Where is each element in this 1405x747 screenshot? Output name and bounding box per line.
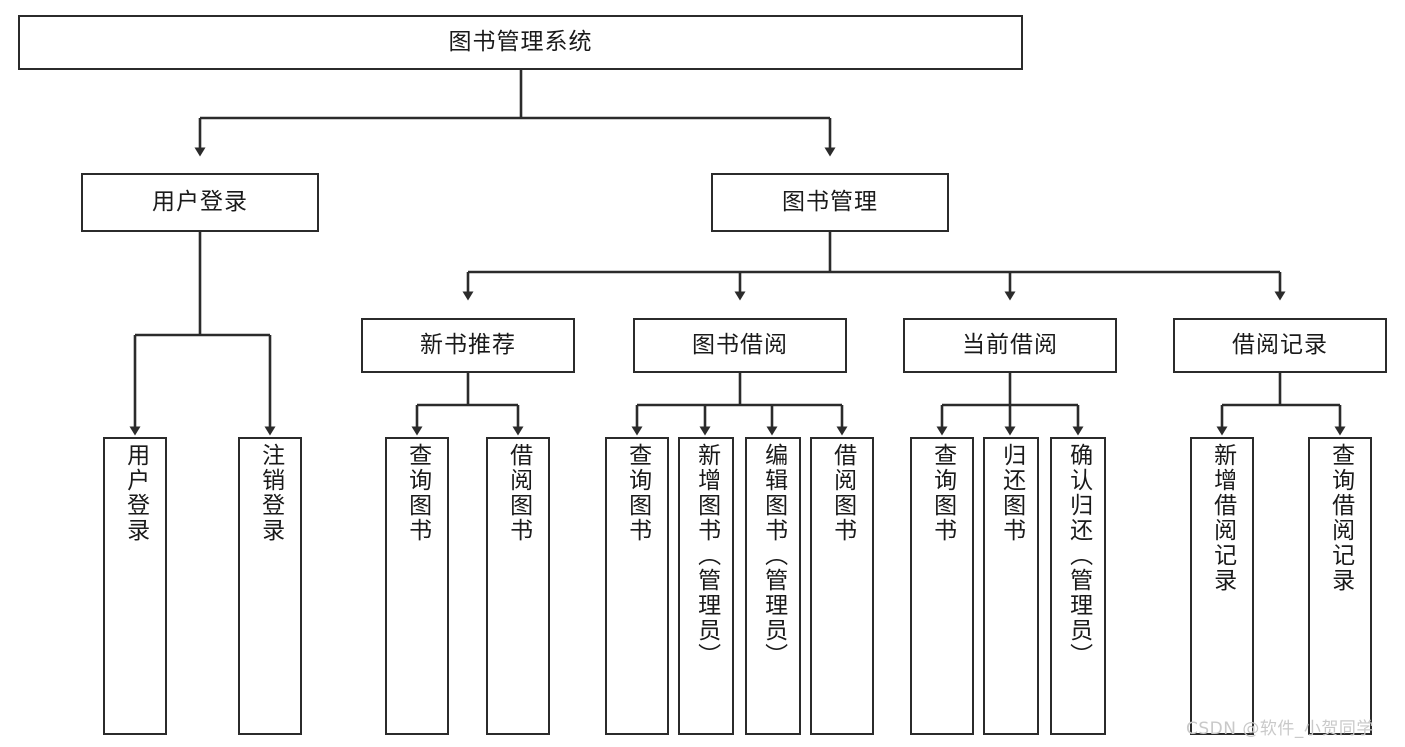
node-label: 图书管理系统 bbox=[448, 28, 593, 55]
leaf-book-borrow-2[interactable]: 新增图书（管理员） bbox=[678, 437, 734, 735]
node-label: 注销登录 bbox=[257, 443, 284, 543]
leaf-current-borrow-1[interactable]: 查询图书 bbox=[910, 437, 974, 735]
node-label: 归还图书 bbox=[998, 443, 1025, 543]
node-book-management[interactable]: 图书管理 bbox=[711, 173, 949, 232]
leaf-book-borrow-3[interactable]: 编辑图书（管理员） bbox=[745, 437, 801, 735]
leaf-new-book-1[interactable]: 查询图书 bbox=[385, 437, 449, 735]
node-new-book-recommend[interactable]: 新书推荐 bbox=[361, 318, 575, 373]
node-label: 图书借阅 bbox=[692, 331, 788, 358]
node-label: 借阅图书 bbox=[829, 443, 856, 543]
leaf-user-login-2[interactable]: 注销登录 bbox=[238, 437, 302, 735]
node-label: 编辑图书（管理员） bbox=[760, 443, 787, 668]
node-user-login[interactable]: 用户登录 bbox=[81, 173, 319, 232]
node-label: 查询图书 bbox=[404, 443, 431, 543]
node-label: 新增借阅记录 bbox=[1209, 443, 1236, 593]
node-root-system[interactable]: 图书管理系统 bbox=[18, 15, 1023, 70]
watermark: CSDN @软件_小贺同学 bbox=[1186, 719, 1374, 739]
node-label: 图书管理 bbox=[782, 188, 878, 215]
node-label: 借阅图书 bbox=[505, 443, 532, 543]
node-label: 新增图书（管理员） bbox=[693, 443, 720, 668]
leaf-current-borrow-3[interactable]: 确认归还（管理员） bbox=[1050, 437, 1106, 735]
leaf-book-borrow-1[interactable]: 查询图书 bbox=[605, 437, 669, 735]
node-label: 查询借阅记录 bbox=[1327, 443, 1354, 593]
node-label: 确认归还（管理员） bbox=[1065, 443, 1092, 668]
node-label: 新书推荐 bbox=[420, 331, 516, 358]
node-borrow-record[interactable]: 借阅记录 bbox=[1173, 318, 1387, 373]
node-label: 查询图书 bbox=[929, 443, 956, 543]
leaf-user-login-1[interactable]: 用户登录 bbox=[103, 437, 167, 735]
leaf-book-borrow-4[interactable]: 借阅图书 bbox=[810, 437, 874, 735]
leaf-borrow-record-2[interactable]: 查询借阅记录 bbox=[1308, 437, 1372, 735]
node-label: 用户登录 bbox=[152, 188, 248, 215]
node-label: 当前借阅 bbox=[962, 331, 1058, 358]
leaf-current-borrow-2[interactable]: 归还图书 bbox=[983, 437, 1039, 735]
node-book-borrow[interactable]: 图书借阅 bbox=[633, 318, 847, 373]
node-label: 借阅记录 bbox=[1232, 331, 1328, 358]
leaf-borrow-record-1[interactable]: 新增借阅记录 bbox=[1190, 437, 1254, 735]
node-label: 查询图书 bbox=[624, 443, 651, 543]
leaf-new-book-2[interactable]: 借阅图书 bbox=[486, 437, 550, 735]
node-current-borrow[interactable]: 当前借阅 bbox=[903, 318, 1117, 373]
node-label: 用户登录 bbox=[122, 443, 149, 543]
